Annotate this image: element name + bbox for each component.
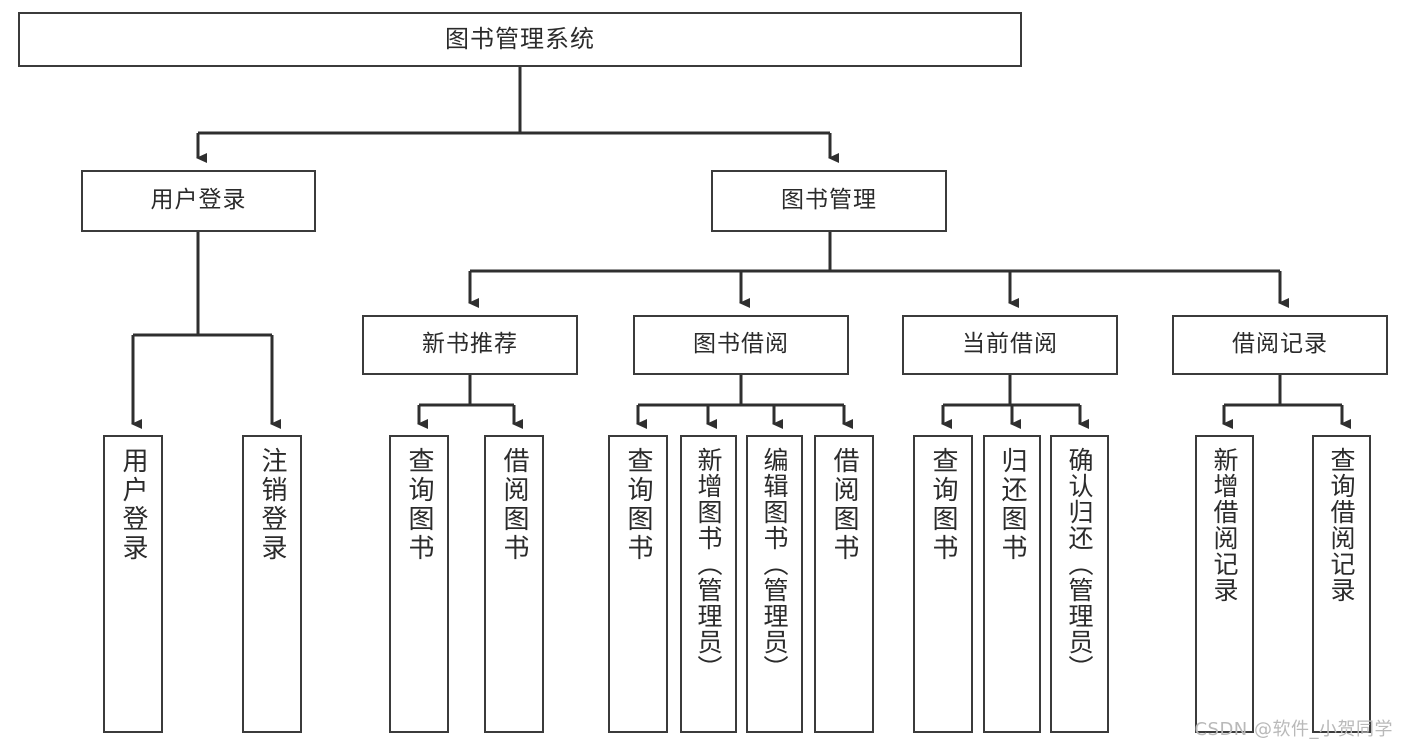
leaf-recommend-query-book[interactable]: 查询图书: [389, 435, 449, 733]
leaf-borrow-query-book[interactable]: 查询图书: [608, 435, 668, 733]
node-label: 查询图书: [928, 447, 958, 563]
node-label: 新增图书（管理员）: [694, 447, 723, 681]
leaf-borrow-add-book-admin[interactable]: 新增图书（管理员）: [680, 435, 737, 733]
node-borrow-record[interactable]: 借阅记录: [1172, 315, 1388, 375]
node-new-book-recommend[interactable]: 新书推荐: [362, 315, 578, 375]
leaf-current-return-book[interactable]: 归还图书: [983, 435, 1041, 733]
node-label: 归还图书: [997, 447, 1027, 563]
node-label: 用户登录: [150, 187, 247, 214]
node-label: 新增借阅记录: [1210, 447, 1239, 603]
leaf-record-add-record[interactable]: 新增借阅记录: [1195, 435, 1254, 733]
node-book-management[interactable]: 图书管理: [711, 170, 947, 232]
node-label: 查询图书: [623, 447, 653, 563]
node-label: 注销登录: [257, 447, 287, 563]
node-label: 图书借阅: [693, 331, 789, 358]
node-label: 借阅图书: [829, 447, 859, 563]
leaf-current-query-book[interactable]: 查询图书: [913, 435, 973, 733]
leaf-user-logout[interactable]: 注销登录: [242, 435, 302, 733]
node-root-system[interactable]: 图书管理系统: [18, 12, 1022, 67]
node-label: 图书管理: [781, 187, 877, 214]
leaf-borrow-borrow-book[interactable]: 借阅图书: [814, 435, 874, 733]
node-label: 借阅图书: [499, 447, 529, 563]
leaf-current-confirm-return-admin[interactable]: 确认归还（管理员）: [1050, 435, 1109, 733]
node-label: 查询借阅记录: [1327, 447, 1356, 603]
node-label: 新书推荐: [422, 331, 518, 358]
leaf-user-login[interactable]: 用户登录: [103, 435, 163, 733]
leaf-record-query-record[interactable]: 查询借阅记录: [1312, 435, 1371, 733]
watermark-text: CSDN @软件_小贺同学: [1194, 719, 1393, 740]
node-book-borrow[interactable]: 图书借阅: [633, 315, 849, 375]
node-label: 用户登录: [118, 447, 148, 563]
node-label: 确认归还（管理员）: [1065, 447, 1094, 681]
node-label: 当前借阅: [962, 331, 1058, 358]
node-label: 查询图书: [404, 447, 434, 563]
leaf-borrow-edit-book-admin[interactable]: 编辑图书（管理员）: [746, 435, 803, 733]
node-current-borrow[interactable]: 当前借阅: [902, 315, 1118, 375]
node-user-login[interactable]: 用户登录: [81, 170, 316, 232]
node-label: 编辑图书（管理员）: [760, 447, 789, 681]
node-label: 借阅记录: [1232, 331, 1328, 358]
leaf-recommend-borrow-book[interactable]: 借阅图书: [484, 435, 544, 733]
node-label: 图书管理系统: [445, 25, 595, 54]
